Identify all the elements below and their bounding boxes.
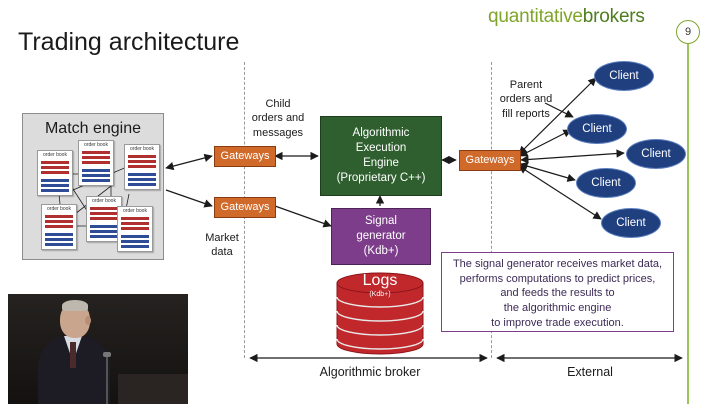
child-orders-label-line3: messages: [252, 126, 304, 139]
algorithmic-execution-engine: Algorithmic Execution Engine (Proprietar…: [320, 116, 442, 196]
algorithmic-broker-label: Algorithmic broker: [319, 365, 421, 379]
child-orders-label: Child orders and messages: [243, 97, 313, 140]
client-node: Client: [576, 168, 636, 198]
accent-rule: [687, 44, 689, 404]
page-number: 9: [676, 20, 700, 44]
brand-logo: quantitativebrokers: [488, 6, 645, 28]
market-data-label: Market data: [196, 231, 248, 260]
match-engine: Match engine order book order book order…: [22, 113, 164, 260]
algo-engine-line3: Engine: [363, 157, 399, 169]
parent-orders-label: Parent orders and fill reports: [490, 78, 562, 121]
note-line1: The signal generator receives market dat…: [452, 258, 663, 270]
speaker-video-inset: [8, 294, 188, 404]
client-node: Client: [594, 61, 654, 91]
note-line4: the algorithmic engine: [503, 302, 612, 315]
order-book-label: order book: [123, 208, 147, 214]
microphone-icon: [103, 352, 111, 357]
gateway-market-data: Gateways: [214, 197, 276, 218]
algo-engine-line2: Execution: [355, 142, 407, 155]
order-book-label: order book: [92, 198, 116, 204]
algo-engine-line4: (Proprietary C++): [336, 171, 426, 184]
external-label: External: [567, 365, 613, 379]
order-book: order book: [124, 144, 160, 190]
divider-right: [491, 62, 492, 358]
signal-generator-line2: generator: [356, 230, 406, 243]
microphone-stand: [106, 356, 108, 404]
signal-generator-note: The signal generator receives market dat…: [441, 252, 674, 332]
order-book-label: order book: [84, 142, 108, 148]
note-line5: to improve trade execution.: [491, 316, 624, 329]
order-book: order book: [41, 204, 77, 250]
parent-orders-label-line3: fill reports: [502, 107, 550, 120]
order-book: order book: [86, 196, 122, 242]
signal-generator: Signal generator (Kdb+): [331, 208, 431, 265]
logs-subtitle: (Kdb+): [369, 291, 391, 298]
match-engine-title: Match engine: [44, 120, 142, 137]
client-node: Client: [626, 139, 686, 169]
order-book: order book: [78, 140, 114, 186]
speaker-hair: [62, 300, 88, 311]
logs: Logs (Kdb+): [340, 272, 420, 300]
market-data-label-line1: Market: [205, 232, 239, 244]
parent-orders-label-line1: Parent: [509, 79, 543, 91]
speaker-tie: [70, 342, 76, 368]
client-node: Client: [567, 114, 627, 144]
order-book-label: order book: [43, 152, 67, 158]
child-orders-label-line1: Child: [265, 98, 291, 110]
order-book: order book: [117, 206, 153, 252]
market-data-label-line2: data: [211, 246, 233, 259]
signal-generator-line1: Signal: [365, 215, 397, 228]
brand-logo-part2: brokers: [582, 6, 645, 27]
parent-orders-label-line2: orders and: [499, 93, 553, 106]
brand-logo-part1: quantitative: [488, 6, 583, 27]
slide-title: Trading architecture: [18, 28, 240, 56]
gateway-child-orders: Gateways: [214, 146, 276, 167]
client-node: Client: [601, 208, 661, 238]
order-book-label: order book: [47, 206, 71, 212]
child-orders-label-line2: orders and: [251, 112, 305, 125]
signal-generator-line3: (Kdb+): [363, 244, 399, 257]
podium: [118, 374, 188, 404]
order-book-label: order book: [130, 146, 154, 152]
gateway-external: Gateways: [459, 150, 521, 171]
order-book: order book: [37, 150, 73, 196]
algo-engine-line1: Algorithmic: [352, 127, 410, 140]
logs-title: Logs: [362, 272, 398, 289]
note-line2: performs computations to predict prices,: [459, 272, 656, 285]
speaker-ear: [85, 316, 91, 325]
note-line3: and feeds the results to: [500, 287, 615, 300]
